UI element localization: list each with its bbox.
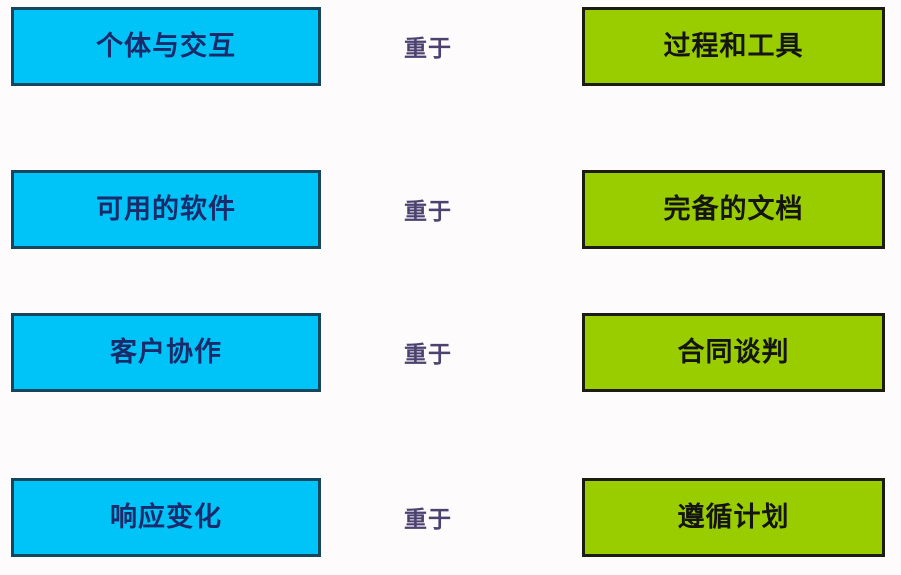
preferred-value-box: 响应变化 [11,477,321,557]
preference-connector-label: 重于 [404,507,452,533]
preference-connector-label: 重于 [404,36,452,62]
value-row: 可用的软件 重于 完备的文档 [0,169,901,249]
preference-connector-label: 重于 [404,342,452,368]
lesser-value-box: 合同谈判 [582,312,885,392]
value-row: 个体与交互 重于 过程和工具 [0,6,901,86]
value-row: 响应变化 重于 遵循计划 [0,477,901,557]
preferred-value-box: 可用的软件 [11,169,321,249]
lesser-value-box: 过程和工具 [582,6,885,86]
value-row: 客户协作 重于 合同谈判 [0,312,901,392]
lesser-value-box: 完备的文档 [582,169,885,249]
preference-connector-label: 重于 [404,199,452,225]
lesser-value-box: 遵循计划 [582,477,885,557]
preferred-value-box: 客户协作 [11,312,321,392]
preferred-value-box: 个体与交互 [11,6,321,86]
